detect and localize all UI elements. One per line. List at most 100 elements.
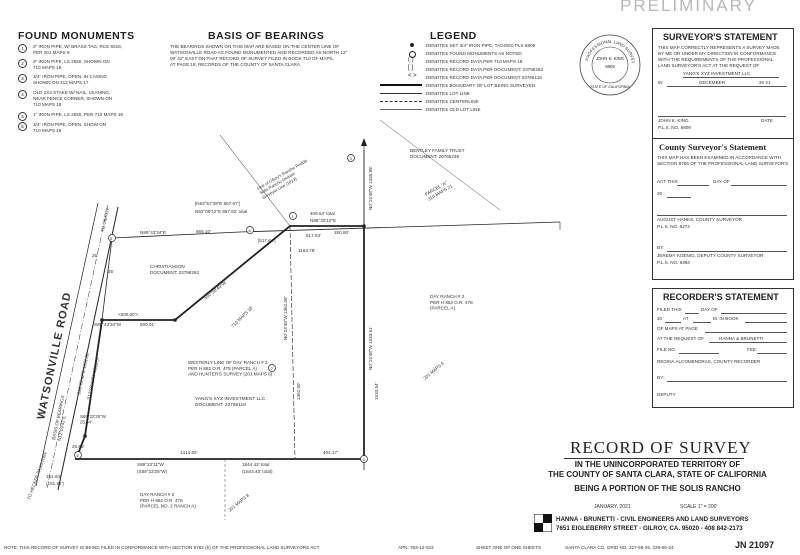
monument-symbol: 2: [18, 59, 27, 68]
dist-404-label: 404.17': [323, 450, 338, 455]
curve-a-label: [N53°57'39"E 667.67']: [195, 201, 240, 206]
county-statement-title: County Surveyor's Statement: [659, 142, 767, 152]
set-pipe-icon: [362, 224, 366, 228]
angle-bracket-icon: < >: [408, 73, 417, 79]
legend-title: LEGEND: [430, 30, 477, 42]
legend-item: < >DENOTES RECORD DATA PER DOCUMENT 2376…: [380, 73, 542, 81]
dist-151a-label: 151.64': [46, 474, 61, 479]
county-act-this: ACT THIS: [657, 179, 678, 184]
legend-item: DENOTES BOUNDARY OF LOT BEING SURVEYED: [380, 81, 535, 89]
legend-item: DENOTES SET 3/4" IRON PIPE, TAGGED PLS 6…: [380, 41, 535, 49]
svg-text:5: 5: [110, 236, 113, 241]
circle-icon: [380, 49, 426, 58]
recorder-requester: HANNA & BRUNETTI: [719, 336, 764, 341]
line-note-label: Line of Gilroy's Rancho PuebloSolis Ranc…: [256, 158, 314, 200]
east-line-b-label: 1533.54': [374, 382, 379, 400]
road-edge-west: [35, 202, 99, 487]
title-line1: IN THE UNINCORPORATED TERRITORY OF: [574, 460, 741, 469]
svg-text:2: 2: [271, 366, 274, 371]
title-line2: THE COUNTY OF SANTA CLARA, STATE OF CALI…: [548, 470, 767, 479]
legend-item: DENOTES LOT LINE: [380, 89, 470, 97]
recorder-by: BY:: [657, 375, 665, 380]
county-day-of: DAY OF: [713, 179, 730, 184]
county-statement-text: THIS MAP HAS BEEN EXAMINED IN ACCORDANCE…: [657, 155, 789, 166]
to-gilroy-label: TO GILROY: [100, 207, 110, 232]
basis-of-bearings-title: BASIS OF BEARINGS: [208, 30, 325, 42]
recorder-name: REGINA ALCOMENDRAS, COUNTY RECORDER: [657, 359, 761, 364]
monument-symbol: 5: [18, 112, 27, 121]
monument-5-icon: [108, 234, 116, 242]
preliminary-watermark: PRELIMINARY: [620, 0, 757, 15]
footer-apn: APN: 783-12-033: [398, 545, 434, 550]
monument-6-icon: [246, 226, 254, 234]
set-pipe-icon: [83, 434, 87, 438]
title-date: JANUARY, 2021: [594, 504, 631, 510]
surveyor-client: YANG'S XYZ INVESTMENT LLC: [683, 71, 751, 76]
record-of-survey-title: RECORD OF SURVEY: [570, 438, 752, 457]
leader-line: [379, 119, 501, 211]
svg-text:1: 1: [292, 214, 295, 219]
dist-517-label: [517.64']: [258, 238, 275, 243]
mid-line-a-label: N0°24'48"W 1362.06': [283, 296, 288, 340]
surveyor-date-label: DATE: [761, 118, 773, 123]
surveyor-statement-text: THIS MAP CORRECTLY REPRESENTS A SURVEY M…: [658, 45, 780, 68]
westerly-day-ranch-line: [289, 225, 296, 460]
dist-1844b-label: (1844.43' total): [242, 469, 273, 474]
recorder-statement-box: RECORDER'S STATEMENT FILED THIS DAY OF 2…: [652, 288, 794, 408]
seal-icon: PROFESSIONAL LAND SURVEYOR: [576, 29, 641, 96]
recorder-request: AT THE REQUEST OF: [657, 336, 704, 341]
mid-line-b-label: 1362.00': [296, 382, 301, 400]
brg-s89-22b-label: (S89°22'25"W): [137, 469, 168, 474]
north-lot-line: [111, 231, 241, 239]
county-pls2: P.L.S. NO. 9394: [657, 260, 690, 265]
surveyor-month: DECEMBER: [699, 80, 726, 85]
surveyor-signer: JOHN K. KING: [658, 118, 689, 123]
dist-25b-label: 25': [108, 269, 114, 274]
seal-number: 6809: [605, 64, 615, 69]
north-arrow-head: [361, 138, 367, 146]
monument-symbol: 4: [18, 90, 27, 99]
dist-409-label: 409.54' total: [310, 211, 335, 216]
surveyor-pls: P.L.S. NO. 6809: [658, 125, 691, 130]
basis-of-bearings-text: THE BEARINGS SHOWN ON THIS MAP ARE BASED…: [170, 44, 348, 67]
recorder-filed-this: FILED THIS: [657, 307, 682, 312]
monument-symbol: 3: [18, 74, 27, 83]
dist-25c-label: 25.65': [72, 444, 84, 449]
west-lot-line: [101, 237, 113, 321]
old-lot-line-icon: [380, 105, 426, 113]
svg-text:3: 3: [350, 156, 353, 161]
dist-500a-label: <500.00'>: [118, 312, 139, 317]
recorder-day-of: DAY OF: [701, 307, 718, 312]
legend-item: [ ]DENOTES RECORD DATA PER DOCUMENT: 237…: [380, 65, 543, 73]
title-block: RECORD OF SURVEY IN THE UNINCORPORATED T…: [520, 438, 795, 538]
dashed-line-icon: [380, 97, 426, 105]
seal-state: STATE OF CALIFORNIA: [590, 85, 630, 89]
title-line3: BEING A PORTION OF THE SOLIS RANCHO: [574, 484, 741, 493]
recorder-file-no: FILE NO.: [657, 347, 677, 352]
surveyor-statement-box: SURVEYOR'S STATEMENT THIS MAP CORRECTLY …: [652, 28, 794, 140]
maps-201-8-label: 201 MAPS 8: [227, 492, 250, 512]
recorder-at: AT: [683, 316, 689, 321]
county-statement-box: County Surveyor's Statement THIS MAP HAS…: [652, 138, 794, 280]
legend-list: DENOTES SET 3/4" IRON PIPE, TAGGED PLS 6…: [380, 41, 580, 121]
monument-symbol: 6: [18, 122, 27, 131]
county-by: BY:: [657, 245, 665, 250]
north-lot-line-east: [239, 221, 561, 233]
monument-1-icon: [289, 212, 297, 220]
brg-s89-43-label: S89°43'34"W: [94, 322, 122, 327]
footer-grid: SANTA CLARA CO. GRID NO. 227-66-25, 239-…: [565, 545, 674, 550]
maps-201-5-label: 201 MAPS 5: [422, 360, 445, 380]
county-signer1: AUGUST HANKS, COUNTY SURVEYOR: [657, 217, 743, 222]
svg-text:6: 6: [249, 228, 252, 233]
lot-boundary: [74, 225, 365, 460]
title-scale: SCALE 1" = 200': [680, 504, 718, 510]
thin-line-icon: [380, 89, 426, 97]
dist-500b-label: 500.01': [140, 322, 155, 327]
